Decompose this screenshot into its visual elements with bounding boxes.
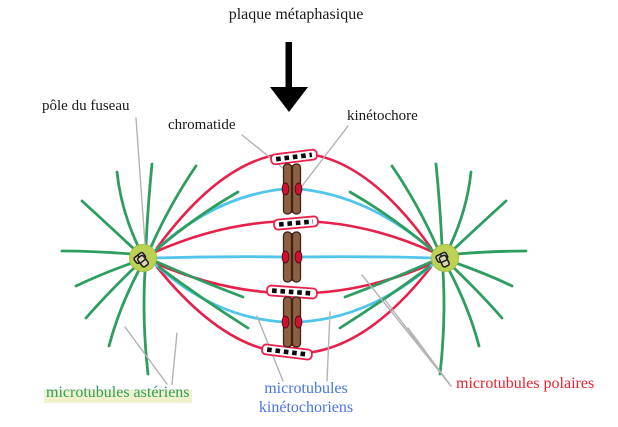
kinetochore-microtubules-label: microtubules kinétochoriens (258, 380, 354, 416)
leader-kmt-2 (326, 311, 331, 382)
spindle-pole-right (431, 244, 459, 272)
chromosome-middle (281, 231, 303, 283)
kinetochore-right (294, 182, 303, 196)
leader-kinetochore (301, 125, 349, 187)
leader-chromatide (241, 134, 290, 174)
metaphase-plate-label: plaque métaphasique (228, 6, 364, 23)
chromatid-label: chromatide (168, 117, 236, 133)
polar-microtubules-label: microtubules polaires (456, 375, 595, 392)
leader-pole (135, 117, 146, 245)
leader-polar-3 (407, 327, 452, 387)
down-arrow-icon (270, 42, 308, 112)
spindle-pole-left (129, 244, 157, 272)
kinetochore-left (281, 250, 290, 264)
centriole-pair-icon (133, 251, 150, 268)
kinetochore-right (294, 250, 303, 264)
leader-lines (124, 117, 452, 387)
metaphase-band-2 (273, 215, 319, 231)
spindle-pole-label: pôle du fuseau (42, 98, 130, 114)
kinetochore-left (281, 315, 290, 329)
leader-aster-1 (124, 326, 168, 385)
aster-microtubules-left (60, 162, 250, 376)
metaphase-band-1 (270, 148, 318, 166)
aster-microtubules-label: microtubules astériens (44, 384, 192, 403)
kinetochore-left (281, 182, 290, 196)
chromosome-top (281, 163, 303, 215)
leader-aster-2 (171, 332, 178, 385)
centriole-pair-icon (435, 251, 450, 268)
kinetochore-right (294, 315, 303, 329)
kinetochore-label: kinétochore (347, 108, 418, 124)
aster-microtubules-right (338, 162, 528, 376)
metaphase-band-3 (266, 284, 318, 300)
chromosome-bottom (281, 296, 303, 348)
